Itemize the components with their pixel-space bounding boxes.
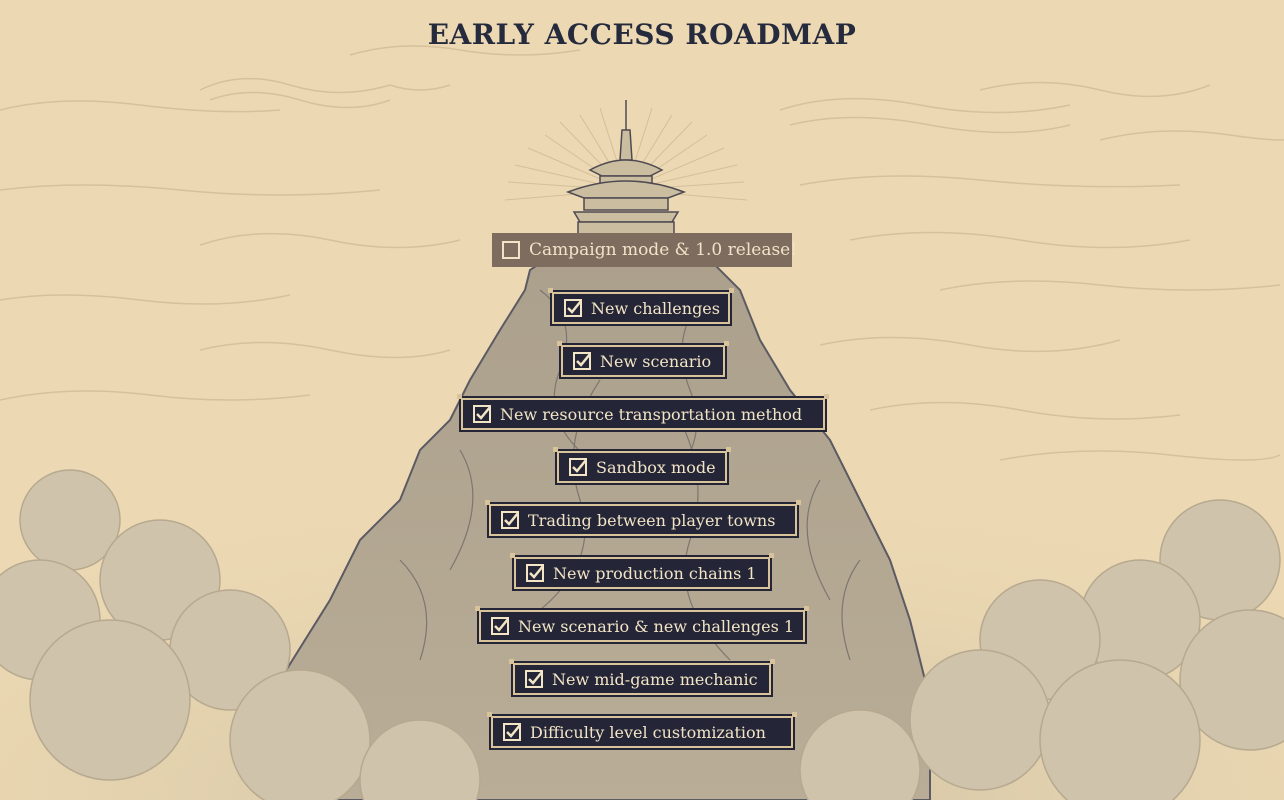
roadmap-item-label: Campaign mode & 1.0 release! — [529, 240, 798, 260]
roadmap-item-new-challenges[interactable]: New challenges — [548, 288, 734, 326]
page-title: EARLY ACCESS ROADMAP — [427, 18, 857, 51]
checkbox-checked-icon[interactable] — [491, 617, 509, 635]
checkbox-checked-icon[interactable] — [525, 670, 543, 688]
checkbox-checked-icon[interactable] — [569, 458, 587, 476]
roadmap-item-scenario-challenges[interactable]: New scenario & new challenges 1 — [475, 606, 809, 644]
checkbox-checked-icon[interactable] — [501, 511, 519, 529]
checkbox-checked-icon[interactable] — [473, 405, 491, 423]
checkbox-checked-icon[interactable] — [573, 352, 591, 370]
roadmap-item-production-chains[interactable]: New production chains 1 — [510, 553, 774, 591]
roadmap-item-resource-transport[interactable]: New resource transportation method — [457, 394, 829, 432]
roadmap-item-label: New challenges — [591, 298, 720, 318]
roadmap-item-label: New scenario — [600, 351, 712, 371]
roadmap-item-trading[interactable]: Trading between player towns — [485, 500, 801, 538]
roadmap-item-new-scenario[interactable]: New scenario — [557, 341, 729, 379]
roadmap-item-label: Sandbox mode — [596, 457, 716, 477]
checkbox-empty-icon[interactable] — [502, 241, 520, 259]
roadmap-item-mid-game[interactable]: New mid-game mechanic — [509, 659, 775, 697]
roadmap-item-sandbox[interactable]: Sandbox mode — [553, 447, 731, 485]
roadmap-item-label: Trading between player towns — [528, 510, 776, 530]
roadmap-item-difficulty[interactable]: Difficulty level customization — [487, 712, 797, 750]
roadmap-item-label: New mid-game mechanic — [552, 669, 758, 689]
checkbox-checked-icon[interactable] — [503, 723, 521, 741]
checkbox-checked-icon[interactable] — [564, 299, 582, 317]
cloud-lines — [0, 45, 1284, 461]
roadmap-item-label: New scenario & new challenges 1 — [518, 616, 795, 636]
temple — [565, 100, 687, 239]
checkbox-checked-icon[interactable] — [526, 564, 544, 582]
roadmap-item-label: New resource transportation method — [500, 404, 803, 424]
roadmap-item-label: New production chains 1 — [553, 563, 757, 583]
cloud-puffs — [0, 469, 1284, 800]
roadmap-item-campaign[interactable]: Campaign mode & 1.0 release! — [492, 233, 797, 267]
roadmap-item-label: Difficulty level customization — [530, 722, 766, 742]
